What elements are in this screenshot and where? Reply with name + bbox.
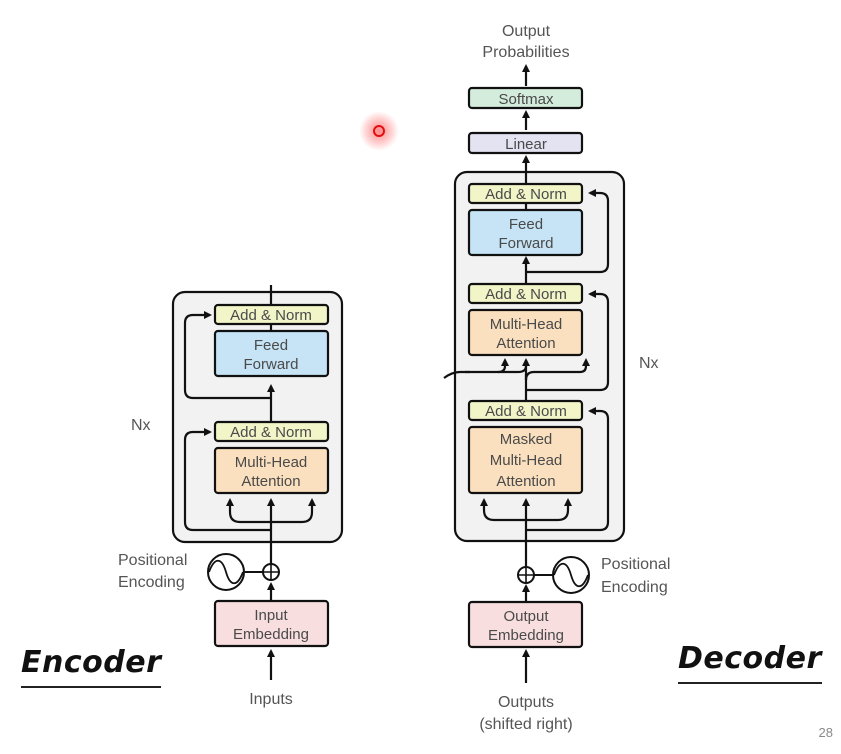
decoder-add-norm-middle-label: Add & Norm: [485, 286, 567, 303]
decoder: Output Probabilities Softmax Linear Add …: [443, 23, 670, 733]
page-number: 28: [818, 725, 833, 740]
encoder-title: Encoder: [21, 645, 162, 688]
decoder-title-underline: [678, 682, 822, 684]
decoder-output-label-2: Probabilities: [482, 44, 569, 61]
decoder-qkv-fan: [482, 500, 570, 522]
decoder-masked-label-1: Masked: [500, 431, 553, 448]
decoder-title: Decoder: [678, 641, 822, 684]
decoder-add-norm-bottom-label: Add & Norm: [485, 403, 567, 420]
encoder: Add & Norm Feed Forward Add & Norm Multi…: [118, 285, 344, 708]
decoder-linear-label: Linear: [505, 136, 547, 153]
encoder-embed-label-2: Embedding: [233, 626, 309, 643]
decoder-add-norm-middle: [467, 282, 584, 305]
decoder-cross-attn-label-1: Multi-Head: [490, 316, 563, 333]
encoder-add-norm-bottom: [213, 420, 330, 443]
decoder-pe-label-2: Encoding: [601, 579, 668, 596]
encoder-add-norm-top: [213, 303, 330, 326]
decoder-outputs-label-2: (shifted right): [479, 716, 572, 733]
decoder-nx-label: Nx: [639, 355, 659, 372]
decoder-cross-attn-label-2: Attention: [496, 335, 555, 352]
decoder-masked-label-3: Attention: [496, 473, 555, 490]
decoder-add-norm-top: [467, 182, 584, 205]
decoder-add-norm-bottom: [467, 399, 584, 422]
encoder-embed-label-1: Input: [254, 607, 288, 624]
encoder-ff-label-2: Forward: [243, 356, 298, 373]
encoder-residual-2: [183, 311, 271, 400]
encoder-add-norm-bottom-label: Add & Norm: [230, 424, 312, 441]
decoder-pe-label-1: Positional: [601, 556, 670, 573]
encoder-title-underline: [21, 686, 162, 688]
decoder-cross-attention: [467, 308, 584, 357]
decoder-residual-2: [526, 290, 610, 392]
encoder-attn-label-2: Attention: [241, 473, 300, 490]
decoder-embed-label-1: Output: [503, 608, 549, 625]
decoder-ff-label-2: Forward: [498, 235, 553, 252]
decoder-linear: [467, 131, 584, 155]
mouse-cursor-highlight: [359, 111, 399, 151]
decoder-output-label-1: Output: [502, 23, 551, 40]
decoder-masked-attention: [467, 425, 584, 495]
encoder-qkv-fan: [228, 500, 314, 524]
encoder-add-norm-top-label: Add & Norm: [230, 307, 312, 324]
decoder-softmax-label: Softmax: [498, 91, 554, 108]
cursor-dot-icon: [373, 125, 385, 137]
encoder-stack: [171, 290, 344, 544]
decoder-outputs-label-1: Outputs: [498, 694, 554, 711]
decoder-add-norm-top-label: Add & Norm: [485, 186, 567, 203]
encoder-feed-forward: [213, 329, 330, 378]
encoder-multi-head-attention: [213, 446, 330, 495]
encoder-inputs-label: Inputs: [249, 691, 293, 708]
encoder-attn-label-1: Multi-Head: [235, 454, 308, 471]
decoder-title-text: Decoder: [678, 641, 822, 676]
encoder-pe-label-1: Positional: [118, 552, 187, 569]
decoder-residual-1: [526, 407, 610, 532]
decoder-output-embedding: [467, 600, 584, 649]
encoder-residual-1: [183, 428, 271, 532]
encoder-ff-label-1: Feed: [254, 337, 288, 354]
encoder-nx-label: Nx: [131, 417, 151, 434]
decoder-feed-forward: [467, 208, 584, 257]
encoder-title-text: Encoder: [21, 645, 162, 680]
decoder-embed-label-2: Embedding: [488, 627, 564, 644]
decoder-ff-label-1: Feed: [509, 216, 543, 233]
decoder-softmax: [467, 86, 584, 110]
encoder-input-embedding: [213, 599, 330, 648]
encoder-pe-label-2: Encoding: [118, 574, 185, 591]
decoder-residual-3: [526, 189, 610, 274]
decoder-masked-label-2: Multi-Head: [490, 452, 563, 469]
